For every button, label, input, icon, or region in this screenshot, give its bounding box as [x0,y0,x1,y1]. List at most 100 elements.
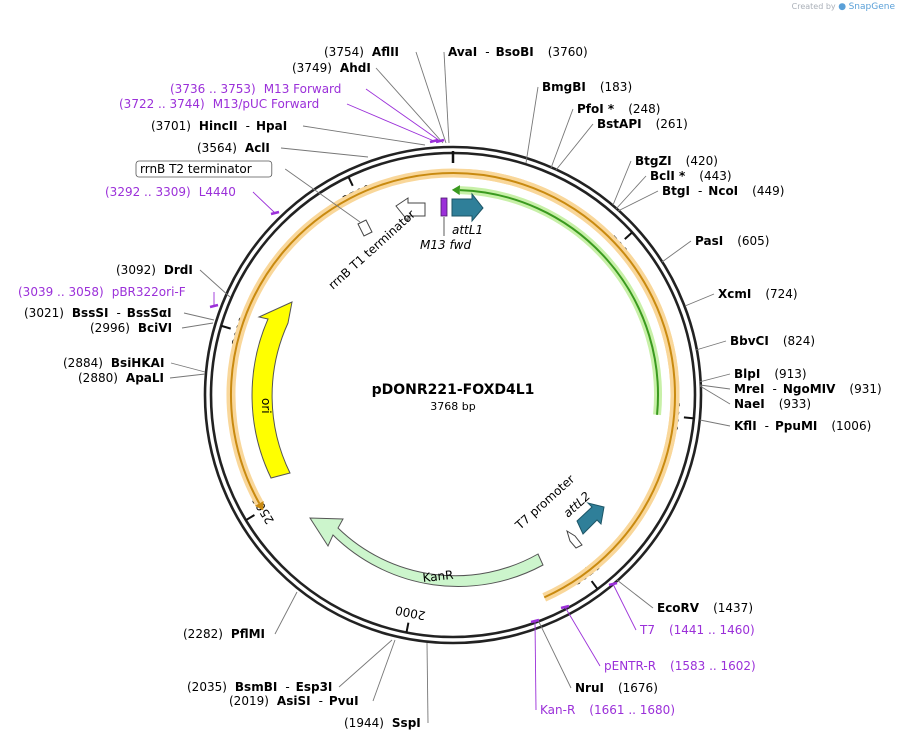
site-label-33[interactable]: T7(1441 .. 1460) [639,623,755,637]
site-position: (605) [737,234,769,248]
site-label-7[interactable]: rrnB T2 terminator [140,162,252,176]
site-name-2: PpuMI [775,419,817,433]
site-name: BciVI [138,321,172,335]
site-name: BbvCI [730,334,769,348]
site-label-4[interactable]: (3722 .. 3744)M13/pUC Forward [119,97,319,111]
rrnb-t2-terminator-arrow[interactable] [357,219,373,237]
site-position: (2035) [187,680,227,694]
leader-line [375,67,444,144]
site-label-1[interactable]: AvaI-BsoBI(3760) [448,45,588,59]
ori-label: ori [259,398,273,414]
green-arc-line [459,189,659,415]
site-label-17[interactable]: (2019)AsiSI-PvuI [229,694,359,708]
site-name: ApaLI [126,371,164,385]
leader-line [550,108,574,169]
site-label-16[interactable]: (2035)BsmBI-Esp3I [187,680,332,694]
attl1-feature-arrow[interactable] [451,192,484,223]
site-position: (420) [686,154,718,168]
site-name: EcoRV [657,601,700,615]
site-label-22[interactable]: BtgZI (420) [635,154,718,168]
leader-line [564,606,601,667]
site-position: (3564) [197,141,237,155]
site-label-20[interactable]: PfoI * (248) [577,102,660,116]
leader-line [365,88,441,142]
site-label-10[interactable]: (3039 .. 3058)pBR322ori-F [18,285,186,299]
site-position: (248) [628,102,660,116]
site-label-32[interactable]: EcoRV(1437) [657,601,753,615]
site-label-0[interactable]: (3754)AflII [324,45,399,59]
leader-line [170,362,206,373]
site-position: (449) [752,184,784,198]
site-label-13[interactable]: (2884)BsiHKAI [63,356,164,370]
site-position: (3736 .. 3753) [170,82,256,96]
tick-mark-2500 [245,514,255,522]
site-name: PfoI * [577,102,615,116]
site-name: HincII [199,119,238,133]
site-label-8[interactable]: (3292 .. 3309)L4440 [105,185,236,199]
rrnb-t1-terminator-arrow[interactable] [395,197,426,223]
site-name: BtgZI [635,154,672,168]
site-label-27[interactable]: BbvCI (824) [730,334,815,348]
site-label-34[interactable]: pENTR-R(1583 .. 1602) [604,659,756,673]
site-name: AvaI [448,45,477,59]
site-label-29[interactable]: MreI-NgoMIV(931) [734,382,882,396]
site-label-25[interactable]: PasI(605) [695,234,769,248]
site-label-28[interactable]: BlpI(913) [734,367,807,381]
site-label-9[interactable]: (3092)DrdI [116,263,193,277]
t7-promoter-arrow[interactable] [566,529,583,549]
site-label-11[interactable]: (3021)BssSI-BssSαI [24,306,172,320]
site-label-21[interactable]: BstAPI(261) [597,117,688,131]
site-labels: (3754)AflII AvaI-BsoBI(3760) (3749)AhdI (37… [18,45,882,730]
site-position: (183) [600,80,632,94]
site-label-24[interactable]: BtgI-NcoI(449) [662,184,784,198]
site-label-19[interactable]: BmgBI(183) [542,80,632,94]
site-name-2: HpaI [256,119,287,133]
site-name-2: BssSαI [127,306,172,320]
site-name: NaeI [734,397,765,411]
site-label-23[interactable]: BclI *(443) [650,169,732,183]
site-position: (1676) [618,681,658,695]
site-separator: - [698,184,702,198]
ori-feature-arrow[interactable] [251,301,293,479]
site-label-36[interactable]: Kan-R(1661 .. 1680) [540,703,675,717]
site-position: (3701) [151,119,191,133]
site-name: BsiHKAI [111,356,165,370]
site-label-26[interactable]: XcmI(724) [718,287,798,301]
leader-line [525,86,539,164]
leader-line [415,51,447,144]
leader-line [616,579,654,609]
site-position: (824) [783,334,815,348]
backbone [203,145,703,645]
site-label-31[interactable]: KflI-PpuMI(1006) [734,419,871,433]
leader-line [695,340,727,351]
primer-site-mark [530,618,540,624]
site-name: NruI [575,681,604,695]
site-label-2[interactable]: (3749)AhdI [292,61,371,75]
snapgene-watermark: Created by ● SnapGene [792,2,895,12]
site-label-14[interactable]: (2880)ApaLI [78,371,164,385]
site-label-15[interactable]: (2282)PflMI [183,627,265,641]
site-name: Kan-R [540,703,575,717]
site-label-18[interactable]: (1944)SspI [344,716,421,730]
rrnb-t1-label: rrnB T1 terminator [326,207,418,292]
site-name: DrdI [164,263,193,277]
attl2-feature-arrow[interactable] [576,502,605,535]
tick-mark-1000 [683,416,694,420]
green-arc-arrowhead [451,185,461,196]
site-name: AclI [245,141,270,155]
site-label-3[interactable]: (3736 .. 3753)M13 Forward [170,82,341,96]
site-label-6[interactable]: (3564) AclI [197,141,270,155]
leader-line [338,639,393,688]
site-label-30[interactable]: NaeI(933) [734,397,811,411]
site-label-12[interactable]: (2996)BciVI [90,321,172,335]
site-label-5[interactable]: (3701)HincII-HpaI [151,119,287,133]
site-name: pBR322ori-F [112,285,186,299]
site-separator: - [485,45,489,59]
leader-line [199,269,231,298]
leader-line [183,312,215,321]
tick-mark-1500 [590,580,599,590]
tick-mark-2000 [405,622,410,633]
kanr-feature-arrow[interactable] [309,517,544,587]
site-label-35[interactable]: NruI (1676) [575,681,658,695]
